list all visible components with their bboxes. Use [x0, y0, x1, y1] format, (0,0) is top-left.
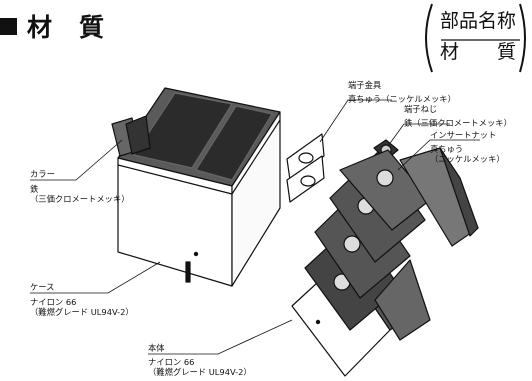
label-case-material-1: ナイロン 66	[30, 296, 77, 307]
legend-right-bracket	[519, 3, 526, 73]
leader-collar	[30, 139, 123, 181]
legend-left-bracket	[425, 3, 433, 73]
legend: 部品名称 材 質	[440, 6, 516, 68]
label-terminal-fitting-material: 真ちゅう（ニッケルメッキ）	[348, 93, 456, 104]
label-insert-nut-material-1: 真ちゅう	[430, 143, 464, 154]
label-insert-nut: インサートナット 真ちゅう （ニッケルメッキ）	[430, 130, 505, 165]
label-body: 本体 ナイロン 66 （難燃グレード UL94V-2）	[148, 343, 252, 378]
label-terminal-screw-material: 鉄（三価クロメートメッキ）	[404, 117, 512, 128]
leader-body	[148, 319, 293, 355]
collar-drawing	[111, 115, 151, 157]
leader-terminal-screw	[387, 123, 450, 147]
label-body-material-1: ナイロン 66	[148, 356, 195, 367]
label-terminal-screw: 端子ねじ 鉄（三価クロメートメッキ）	[404, 104, 512, 128]
label-collar-material-2: （三価クロメートメッキ）	[30, 194, 130, 204]
label-insert-nut-material-2: （ニッケルメッキ）	[430, 154, 505, 164]
case-drawing	[117, 87, 281, 287]
label-body-name: 本体	[148, 343, 165, 353]
legend-material: 材 質	[440, 41, 517, 63]
title-square-icon	[0, 18, 17, 35]
terminal-fitting-drawing	[286, 133, 325, 203]
label-case-name: ケース	[30, 282, 55, 292]
leader-terminal-fitting	[319, 99, 392, 143]
label-terminal-fitting-name: 端子金具	[348, 80, 382, 90]
leader-insert-nut	[397, 139, 480, 171]
label-collar: カラー 鉄 （三価クロメートメッキ）	[30, 169, 130, 205]
label-case: ケース ナイロン 66 （難燃グレード UL94V-2）	[30, 282, 134, 318]
page-title: 材 質	[0, 8, 105, 44]
title-text: 材 質	[27, 13, 106, 42]
label-terminal-fitting: 端子金具 真ちゅう（ニッケルメッキ）	[348, 80, 456, 104]
leader-case	[30, 261, 161, 294]
label-terminal-screw-name: 端子ねじ	[404, 104, 438, 114]
label-body-material-2: （難燃グレード UL94V-2）	[148, 367, 252, 377]
label-case-material-2: （難燃グレード UL94V-2）	[30, 307, 134, 317]
legend-part-name: 部品名称	[440, 10, 517, 32]
label-collar-material-1: 鉄	[30, 183, 39, 194]
label-insert-nut-name: インサートナット	[430, 130, 497, 140]
label-collar-name: カラー	[30, 169, 55, 179]
body-drawing	[291, 147, 479, 377]
